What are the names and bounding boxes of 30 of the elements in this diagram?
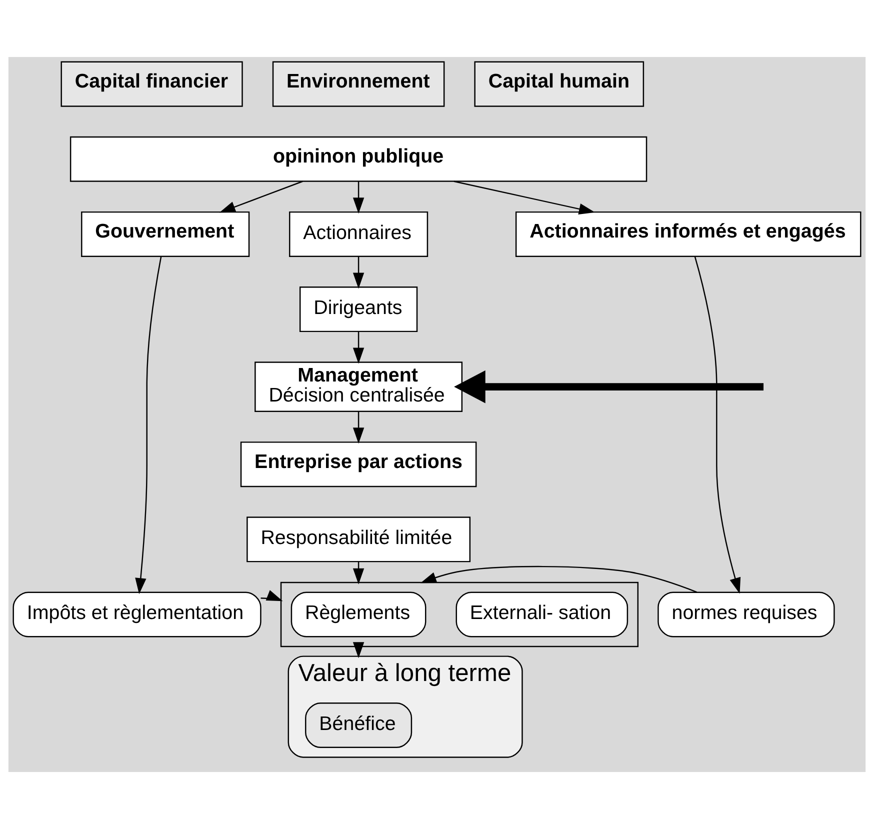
node-box: Capital humain	[474, 61, 644, 107]
node-box: normes requises	[658, 592, 835, 638]
arrow	[352, 181, 364, 214]
arrow	[454, 180, 595, 214]
node-box: Environnement	[272, 61, 445, 107]
node-box: Dirigeants	[299, 286, 418, 332]
arrow	[352, 332, 364, 364]
cluster	[280, 582, 639, 648]
arrow	[420, 566, 698, 593]
node-box: opininon publique	[70, 136, 648, 182]
node-box: Actionnaires	[289, 211, 428, 257]
node-box: Règlements	[290, 592, 426, 638]
arrow	[352, 256, 364, 289]
node-box: Gouvernement	[81, 211, 250, 257]
arrow	[352, 562, 364, 584]
node-box: Entreprise par actions	[240, 442, 477, 488]
arrow	[219, 180, 303, 213]
node-box: Externali- sation	[456, 592, 628, 638]
arrow	[260, 590, 283, 602]
node-box: Bénéfice	[305, 702, 412, 748]
arrow	[454, 370, 764, 404]
arrow	[352, 642, 364, 658]
arrow	[135, 256, 162, 594]
node-box: Actionnaires informés et engagés	[515, 211, 862, 257]
arrow	[352, 412, 364, 444]
node-box: Capital financier	[60, 61, 243, 107]
node-box: Impôts et règlementation	[12, 592, 262, 638]
node-box: Management Décision centralisée	[254, 362, 463, 412]
node-box: Responsabilité limitée	[246, 516, 471, 562]
arrow	[694, 256, 741, 594]
